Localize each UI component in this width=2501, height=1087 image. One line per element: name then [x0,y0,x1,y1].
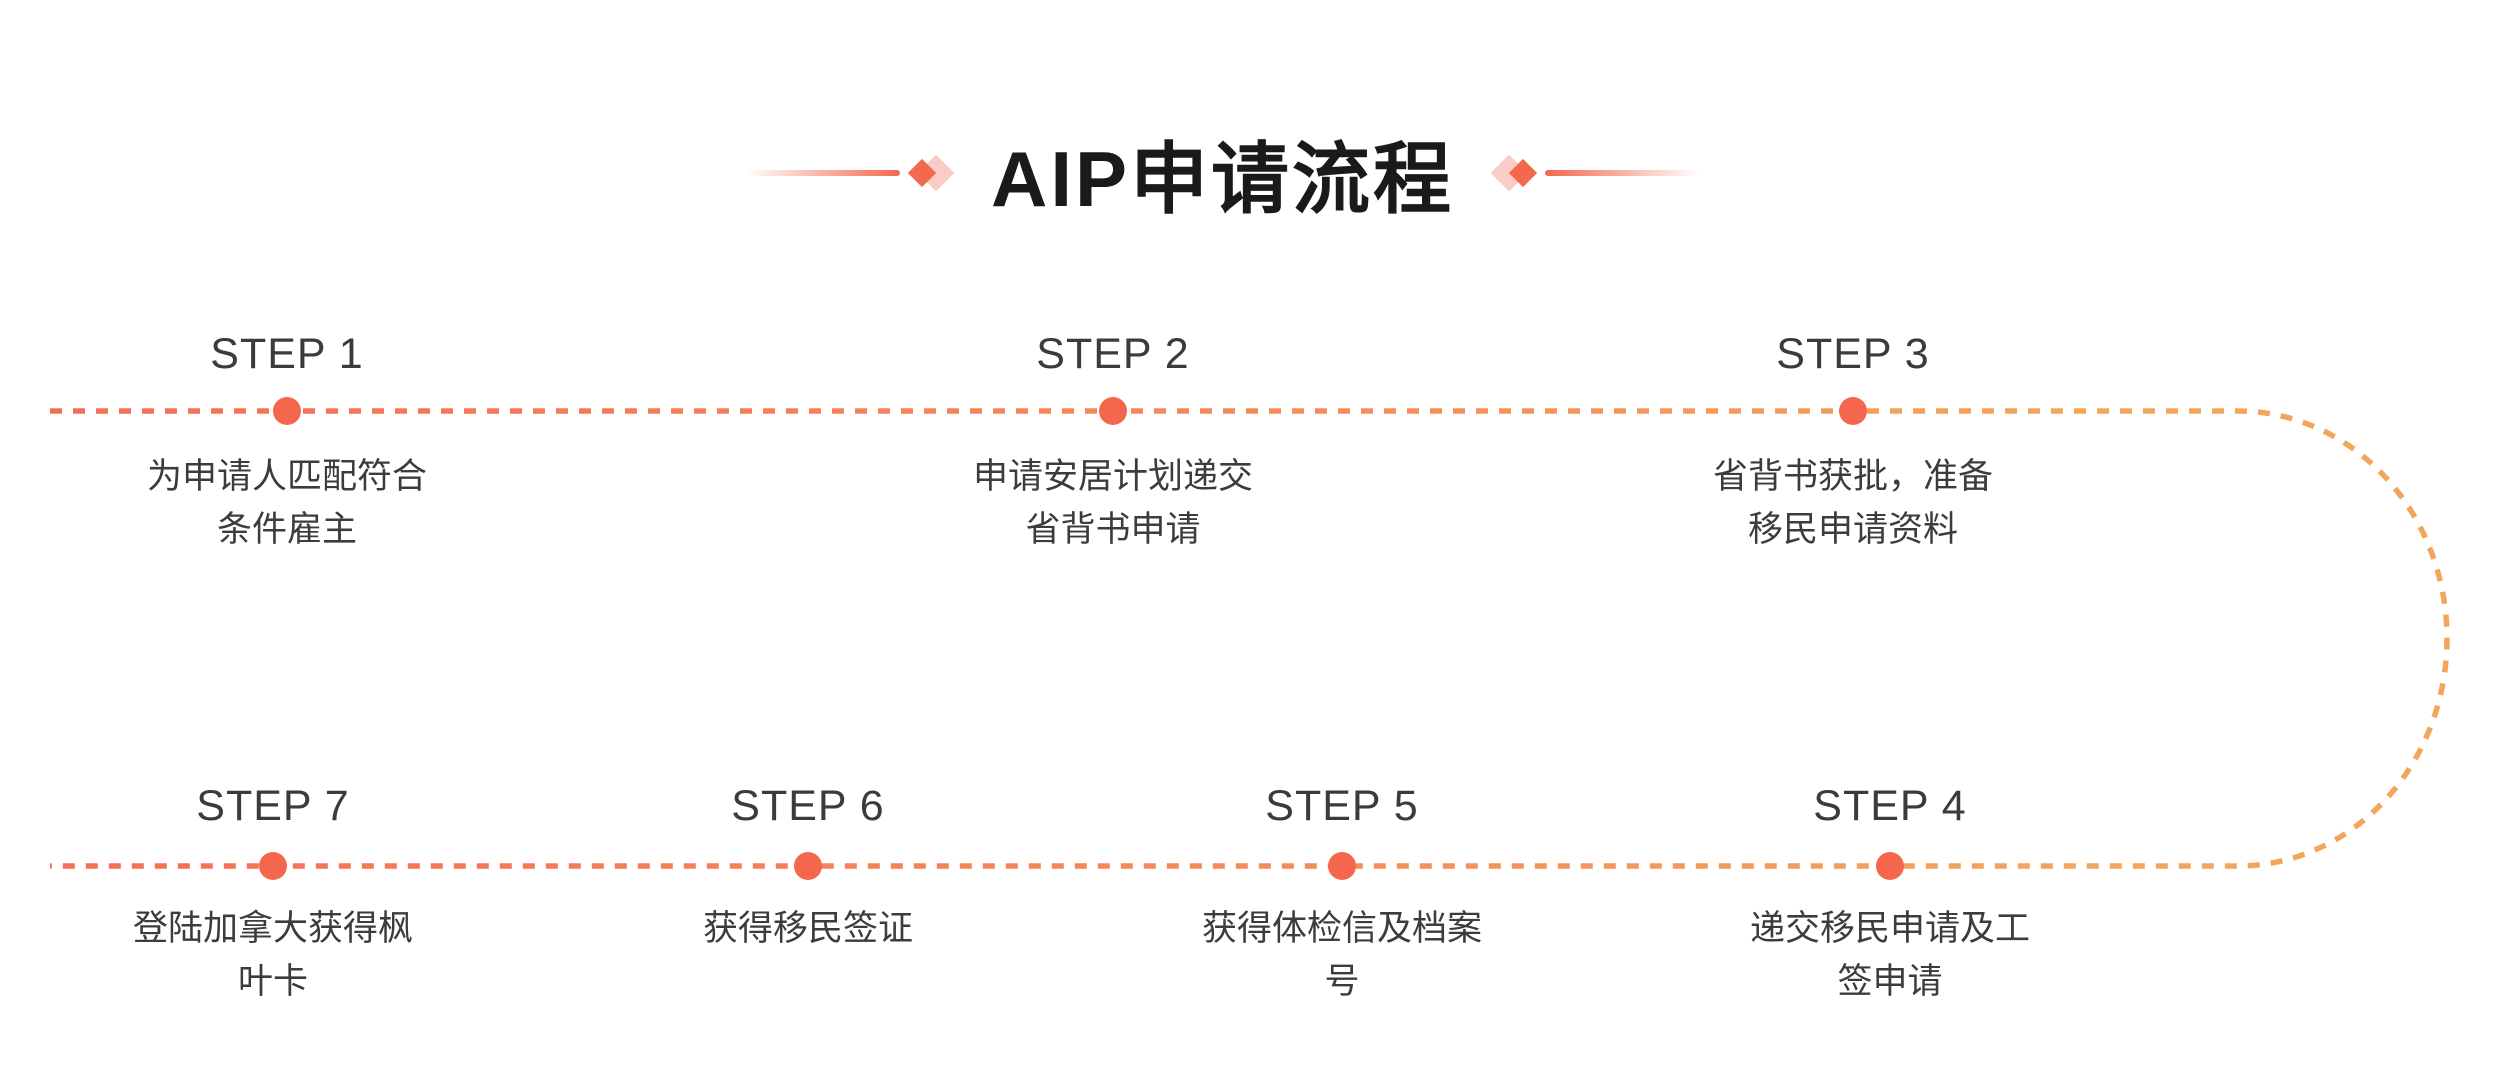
step-dot-icon [1876,852,1904,880]
step-dot-icon [259,852,287,880]
step-item-4: STEP 4 递交移民申请及工 签申请 [1690,782,2090,1001]
title-decor-right [1490,154,1701,192]
step-item-1: STEP 1 为申请人匹配符合 条件雇主 [87,330,487,549]
step-label: STEP 6 [731,782,885,830]
step-description: 为申请人匹配符合 条件雇主 [146,457,427,549]
decor-line-icon [744,170,900,176]
flow-path [50,408,2450,869]
step-label: STEP 2 [1036,330,1190,378]
title-decor-left [744,154,955,192]
step-item-5: STEP 5 获得体检信及档案 号 [1142,782,1542,1001]
page-header: AIP申请流程 [0,108,2473,238]
step-description: 递交移民申请及工 签申请 [1749,909,2030,1001]
step-label: STEP 5 [1265,782,1419,830]
step-dot-icon [273,397,301,425]
step-dot-icon [1099,397,1127,425]
step-dot-icon [1328,852,1356,880]
page-title: AIP申请流程 [990,135,1455,223]
step-description: 省背书获批，准备 移民申请资料 [1712,457,1993,549]
step-dot-icon [794,852,822,880]
step-label: STEP 7 [196,782,350,830]
step-description: 获得体检信及档案 号 [1201,909,1482,1001]
decor-line-icon [1545,170,1701,176]
step-item-6: STEP 6 获得移民签证 [608,782,1008,948]
step-dot-icon [1839,397,1867,425]
step-label: STEP 1 [210,330,364,378]
step-description: 申请安居计划递交 省背书申请 [972,457,1253,549]
step-item-2: STEP 2 申请安居计划递交 省背书申请 [913,330,1313,549]
step-description: 登陆加拿大获得枫 叶卡 [132,909,413,1001]
step-label: STEP 4 [1813,782,1967,830]
step-label: STEP 3 [1776,330,1930,378]
step-description: 获得移民签证 [702,909,913,948]
step-item-7: STEP 7 登陆加拿大获得枫 叶卡 [73,782,473,1001]
step-item-3: STEP 3 省背书获批，准备 移民申请资料 [1653,330,2053,549]
